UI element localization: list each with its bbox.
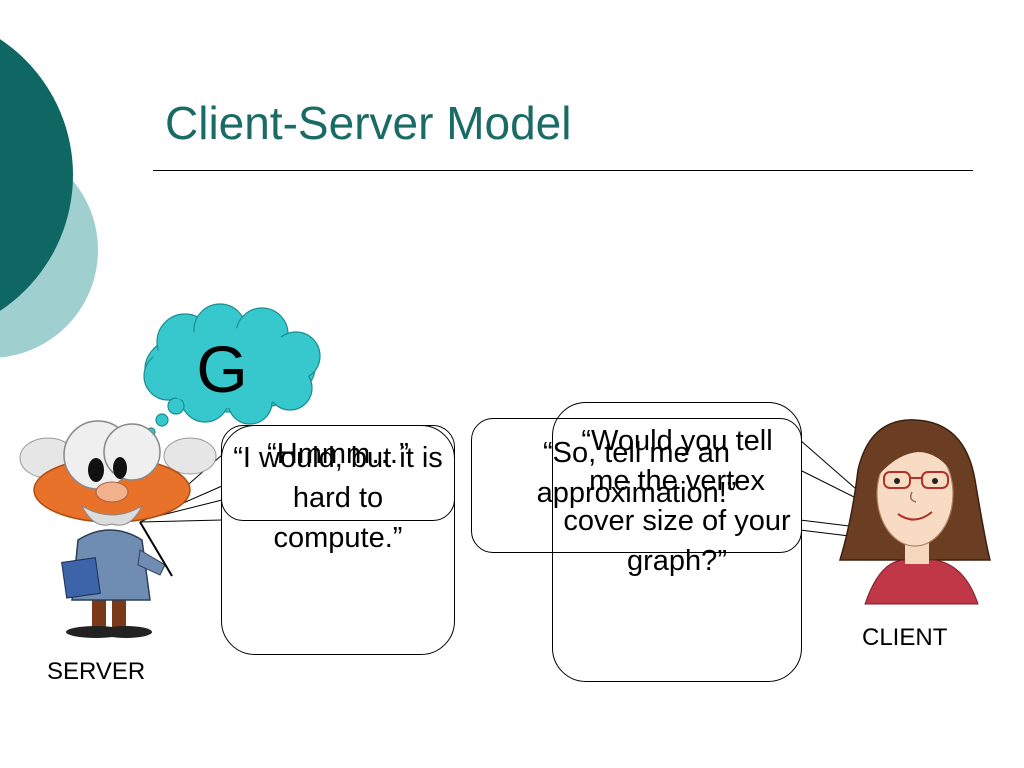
title-divider: [153, 170, 973, 171]
client-approx-bubble: “So, tell me an approximation!”: [471, 418, 802, 553]
page-title: Client-Server Model: [165, 97, 572, 149]
client-question-text: “Would you tell me the vertex cover size…: [563, 425, 791, 577]
server-hmmm-bubble: “Hmmm…”: [221, 425, 455, 521]
server-reply-bubble: “I would, but it is hard to compute.”: [221, 425, 455, 655]
server-hmmm-text: “Hmmm…”: [267, 438, 409, 470]
dark-teal-circle: [0, 39, 73, 311]
server-label: SERVER: [47, 658, 146, 685]
thought-letter: G: [196, 332, 247, 406]
server-reply-text: “I would, but it is hard to compute.”: [233, 442, 443, 554]
slide-decoration: [0, 39, 98, 358]
client-label: CLIENT: [862, 624, 948, 651]
client-question-bubble: “Would you tell me the vertex cover size…: [552, 402, 802, 682]
client-approx-text: “So, tell me an approximation!”: [536, 437, 737, 509]
